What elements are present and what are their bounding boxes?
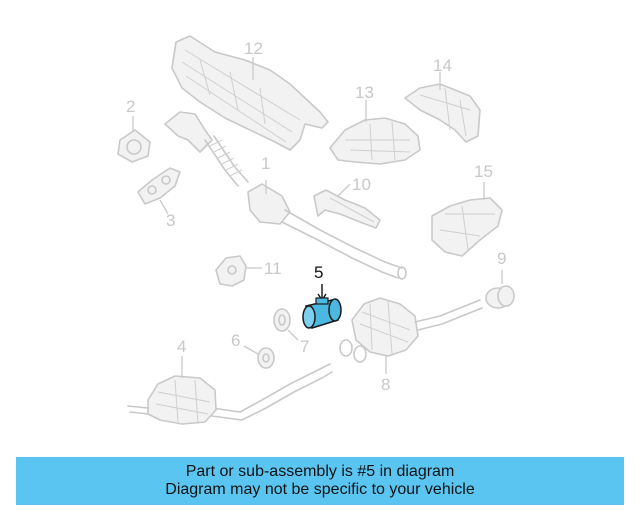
callout-6: 6 (231, 331, 241, 350)
banner-line-disclaimer: Diagram may not be specific to your vehi… (165, 481, 475, 498)
callout-9: 9 (497, 249, 507, 268)
front-pipe-part-1 (164, 111, 407, 280)
diagram-info-banner: Part or sub-assembly is #5 in diagram Di… (16, 457, 624, 505)
callout-4: 4 (177, 337, 187, 356)
callout-10: 10 (352, 175, 371, 194)
callout-7: 7 (300, 337, 310, 356)
callout-1: 1 (261, 154, 271, 173)
front-muffler-part-4 (127, 356, 333, 425)
callout-15: 15 (474, 162, 493, 181)
bracket-part-10 (313, 183, 381, 229)
callout-12: 12 (244, 39, 263, 58)
heat-shield-part-15 (431, 182, 503, 257)
clamp-part-5 (302, 284, 342, 329)
banner-line-part: Part or sub-assembly is #5 in diagram (185, 463, 455, 480)
rear-muffler-part-8 (339, 297, 483, 374)
callout-5: 5 (314, 263, 324, 282)
gasket-part-3 (137, 167, 181, 215)
gasket-part-2 (117, 116, 151, 163)
heat-shield-part-14 (404, 72, 481, 143)
bracket-part-11 (215, 255, 262, 287)
callout-3: 3 (166, 211, 176, 230)
clamp-part-9 (485, 270, 515, 309)
mount-part-6 (243, 345, 275, 369)
callout-8: 8 (381, 375, 391, 394)
heat-shield-part-13 (329, 100, 421, 165)
callout-2: 2 (126, 97, 136, 116)
heat-shield-part-12 (171, 35, 329, 151)
callout-14: 14 (433, 56, 452, 75)
callout-13: 13 (355, 83, 374, 102)
callout-11: 11 (264, 259, 282, 278)
gasket-part-7 (273, 308, 299, 341)
